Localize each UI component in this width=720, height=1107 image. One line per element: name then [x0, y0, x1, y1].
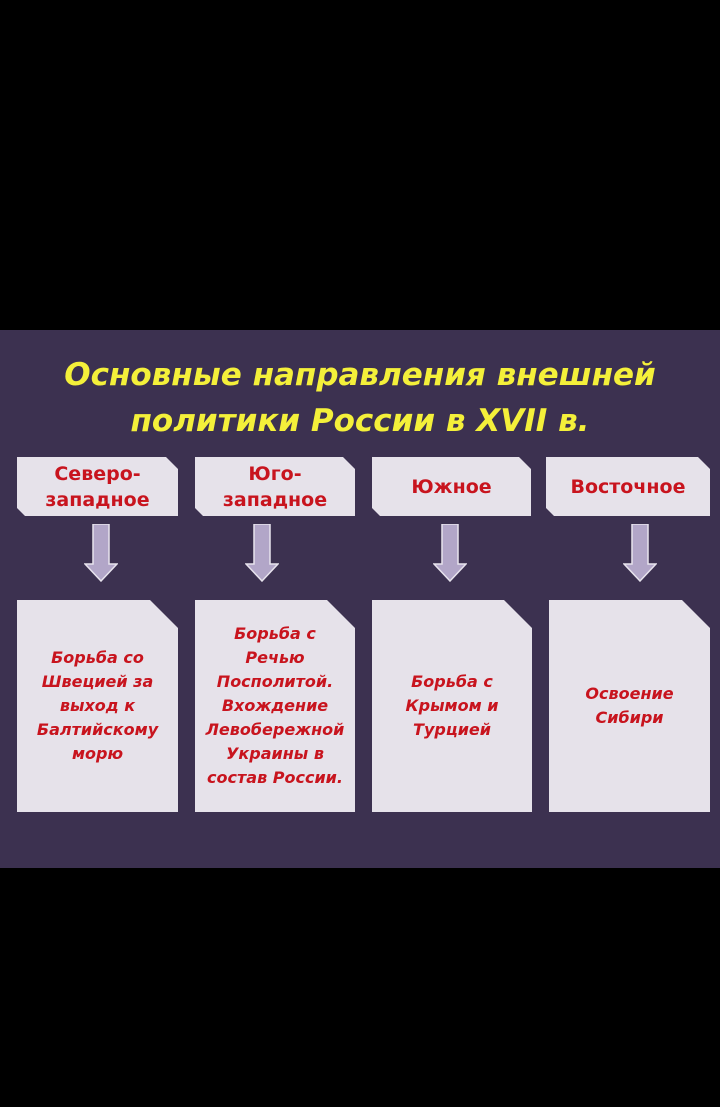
- slide: Основные направления внешней политики Ро…: [0, 330, 720, 868]
- direction-content-east: Освоение Сибири: [549, 600, 710, 812]
- direction-header-south: Южное: [372, 457, 531, 516]
- direction-content-south: Борьба с Крымом и Турцией: [372, 600, 532, 812]
- direction-header-east: Восточное: [546, 457, 710, 516]
- direction-content-southwest: Борьба с Речью Посполитой. Вхождение Лев…: [195, 600, 355, 812]
- direction-header-southwest: Юго-западное: [195, 457, 355, 516]
- down-arrow-icon: [245, 524, 279, 582]
- slide-title: Основные направления внешней политики Ро…: [64, 357, 656, 439]
- direction-header-northwest: Северо-западное: [17, 457, 178, 516]
- direction-content-northwest: Борьба со Швецией за выход к Балтийскому…: [17, 600, 178, 812]
- down-arrow-icon: [433, 524, 467, 582]
- down-arrow-icon: [623, 524, 657, 582]
- down-arrow-icon: [84, 524, 118, 582]
